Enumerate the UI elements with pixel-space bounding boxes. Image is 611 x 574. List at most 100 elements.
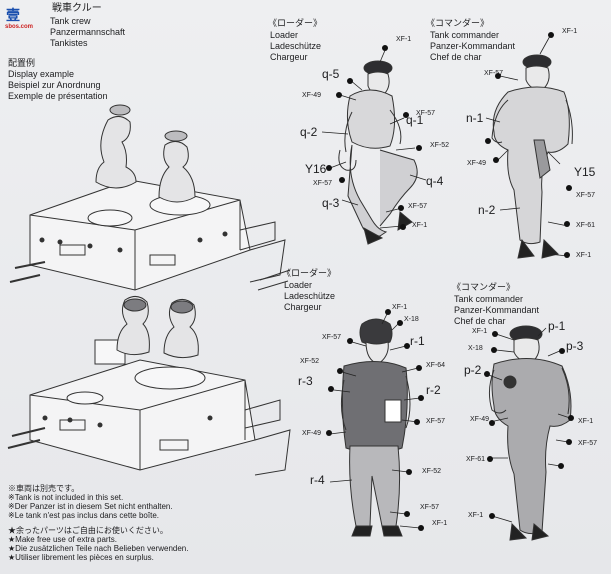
paint-dot xyxy=(418,525,424,531)
paint-xf49: XF-49 xyxy=(302,92,322,99)
figure-loader-1-drawing xyxy=(338,60,418,245)
paint-dot xyxy=(566,439,572,445)
paint-dot xyxy=(337,368,343,374)
part-p2: p-2 xyxy=(464,363,482,377)
note2-en: ★Make free use of extra parts. xyxy=(8,535,117,544)
part-q3: q-3 xyxy=(322,196,340,210)
paint-xf1: XF-1 xyxy=(396,36,412,43)
tank-top-drawing xyxy=(9,104,291,291)
paint-xf1: XF-1 xyxy=(472,328,488,335)
part-p1: p-1 xyxy=(548,319,566,333)
note2-de: ★Die zusätzlichen Teile nach Belieben ve… xyxy=(8,544,189,553)
paint-dot xyxy=(493,157,499,163)
paint-x18: X-18 xyxy=(468,345,483,352)
header-jp: 戦車クルー xyxy=(52,3,102,14)
logo-subtext: sbos.com xyxy=(5,24,34,30)
paint-xf52: XF-52 xyxy=(300,358,320,365)
figure-loader-2-drawing xyxy=(340,318,411,537)
paint-xf61: XF-61 xyxy=(576,222,596,229)
note1-jp: ※車両は別売です。 xyxy=(8,484,80,493)
paint-dot xyxy=(328,386,334,392)
display-jp: 配置例 xyxy=(8,58,36,68)
fig3-en: Loader xyxy=(284,280,313,290)
part-y16: Y16 xyxy=(305,162,327,176)
paint-dot xyxy=(404,511,410,517)
fig4-role-jp: 《コマンダー》 xyxy=(452,282,516,292)
paint-dot xyxy=(326,165,332,171)
fig1-role-jp: 《ローダー》 xyxy=(268,18,323,28)
paint-xf49: XF-49 xyxy=(470,416,490,423)
note1-en: ※Tank is not included in this set. xyxy=(8,493,124,502)
display-de: Beispiel zur Anordnung xyxy=(8,80,101,90)
paint-dot xyxy=(548,32,554,38)
paint-xf52: XF-52 xyxy=(422,468,442,475)
paint-dot xyxy=(326,430,332,436)
paint-dot xyxy=(559,348,565,354)
part-r4: r-4 xyxy=(310,473,325,487)
paint-xf1: XF-1 xyxy=(578,418,594,425)
paint-dot xyxy=(416,145,422,151)
paint-dot xyxy=(484,371,490,377)
paint-dot xyxy=(487,456,493,462)
part-r3: r-3 xyxy=(298,374,313,388)
part-q2: q-2 xyxy=(300,125,318,139)
paint-dot xyxy=(339,177,345,183)
paint-xf1: XF-1 xyxy=(412,222,428,229)
display-fr: Exemple de présentation xyxy=(8,91,108,101)
fig2-en: Tank commander xyxy=(430,30,500,40)
paint-dot xyxy=(418,395,424,401)
paint-xf57: XF-57 xyxy=(408,203,428,210)
fig3-de: Ladeschütze xyxy=(284,291,336,301)
header-fr: Tankistes xyxy=(50,38,88,48)
paint-xf49: XF-49 xyxy=(467,160,487,167)
paint-xf64: XF-64 xyxy=(426,362,446,369)
paint-dot xyxy=(485,138,491,144)
fig2-fr: Chef de char xyxy=(430,52,482,62)
fig4-fr: Chef de char xyxy=(454,316,506,326)
paint-dot xyxy=(416,365,422,371)
paint-xf57: XF-57 xyxy=(420,504,440,511)
fig3-fr: Chargeur xyxy=(284,302,322,312)
fig2-role-jp: 《コマンダー》 xyxy=(426,18,490,28)
paint-xf57: XF-57 xyxy=(313,180,333,187)
paint-dot xyxy=(489,420,495,426)
watermark-logo: 壹 sbos.com xyxy=(2,2,40,32)
paint-dot xyxy=(336,92,342,98)
paint-xf57: XF-57 xyxy=(576,192,596,199)
fig1-fr: Chargeur xyxy=(270,52,308,62)
paint-xf57: XF-57 xyxy=(426,418,446,425)
paint-xf1: XF-1 xyxy=(576,252,592,259)
paint-dot xyxy=(564,252,570,258)
paint-dot xyxy=(397,320,403,326)
part-r2: r-2 xyxy=(426,383,441,397)
paint-dot xyxy=(347,338,353,344)
part-q1: q-1 xyxy=(406,113,424,127)
paint-xf52: XF-52 xyxy=(430,142,450,149)
paint-xf57: XF-57 xyxy=(484,70,504,77)
part-r1: r-1 xyxy=(410,334,425,348)
paint-xf57: XF-57 xyxy=(578,440,598,447)
note1-de: ※Der Panzer ist in diesem Set nicht enth… xyxy=(8,502,173,511)
part-n1: n-1 xyxy=(466,111,484,125)
fig4-en: Tank commander xyxy=(454,294,524,304)
paint-dot xyxy=(403,112,409,118)
part-n2: n-2 xyxy=(478,203,496,217)
paint-dot xyxy=(398,205,404,211)
figure-commander-2-drawing xyxy=(488,325,572,541)
fig3-role-jp: 《ローダー》 xyxy=(282,268,337,278)
paint-dot xyxy=(566,185,572,191)
part-p3: p-3 xyxy=(566,339,584,353)
paint-dot xyxy=(414,419,420,425)
note1-fr: ※Le tank n'est pas inclus dans cette boî… xyxy=(8,511,159,520)
part-q5: q-5 xyxy=(322,67,340,81)
figure-commander-1-drawing xyxy=(491,54,573,259)
paint-dot xyxy=(489,513,495,519)
header-de: Panzermannschaft xyxy=(50,27,126,37)
paint-dot xyxy=(400,224,406,230)
paint-dot xyxy=(385,309,391,315)
paint-xf1: XF-1 xyxy=(562,28,578,35)
fig2-de: Panzer-Kommandant xyxy=(430,41,516,51)
paint-xf61: XF-61 xyxy=(466,456,486,463)
paint-dot xyxy=(491,347,497,353)
paint-dot xyxy=(406,469,412,475)
